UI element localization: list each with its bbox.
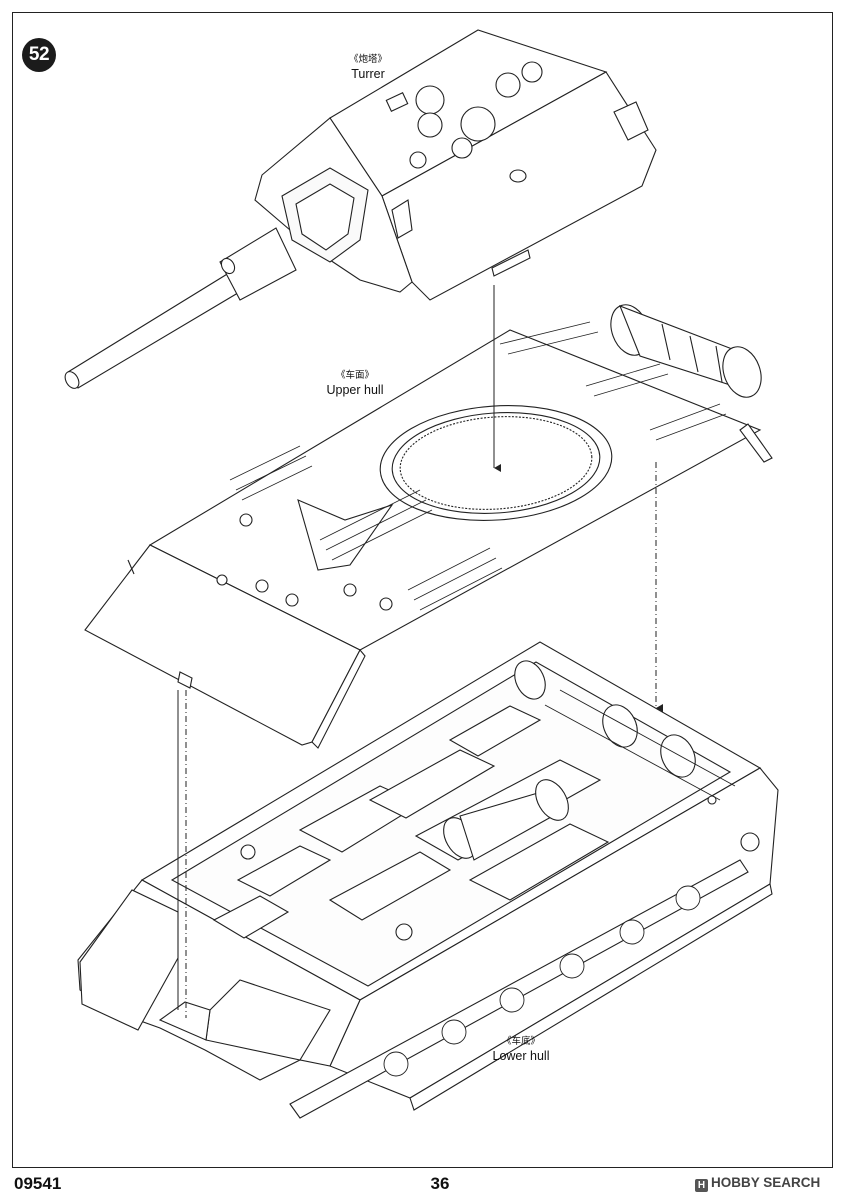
page-frame (12, 12, 833, 1168)
upper-hull-drawing (84, 304, 773, 749)
assembly-guide-lines (177, 285, 663, 1018)
lower-hull-label-en: Lower hull (492, 1049, 550, 1063)
gun-barrel (64, 227, 297, 389)
step-number-badge: 52 (22, 38, 56, 72)
upper-hull-label: 《车面》 Upper hull (310, 370, 400, 398)
page-number: 36 (430, 1174, 450, 1193)
lower-hull-drawing (77, 641, 779, 1119)
turret-label-cn: 《炮塔》 (348, 54, 387, 65)
turret-label: 《炮塔》 Turrer (328, 54, 408, 82)
product-code: 09541 (14, 1174, 62, 1193)
turret-drawing (254, 29, 657, 301)
lower-hull-label-cn: 《车底》 (501, 1036, 540, 1047)
watermark-logo-icon: H (695, 1179, 708, 1192)
watermark-text: HOBBY SEARCH (711, 1175, 821, 1190)
turret-label-en: Turrer (351, 67, 385, 81)
upper-hull-label-en: Upper hull (326, 383, 384, 397)
upper-hull-label-cn: 《车面》 (335, 370, 374, 381)
lower-hull-label: 《车底》 Lower hull (476, 1036, 566, 1064)
